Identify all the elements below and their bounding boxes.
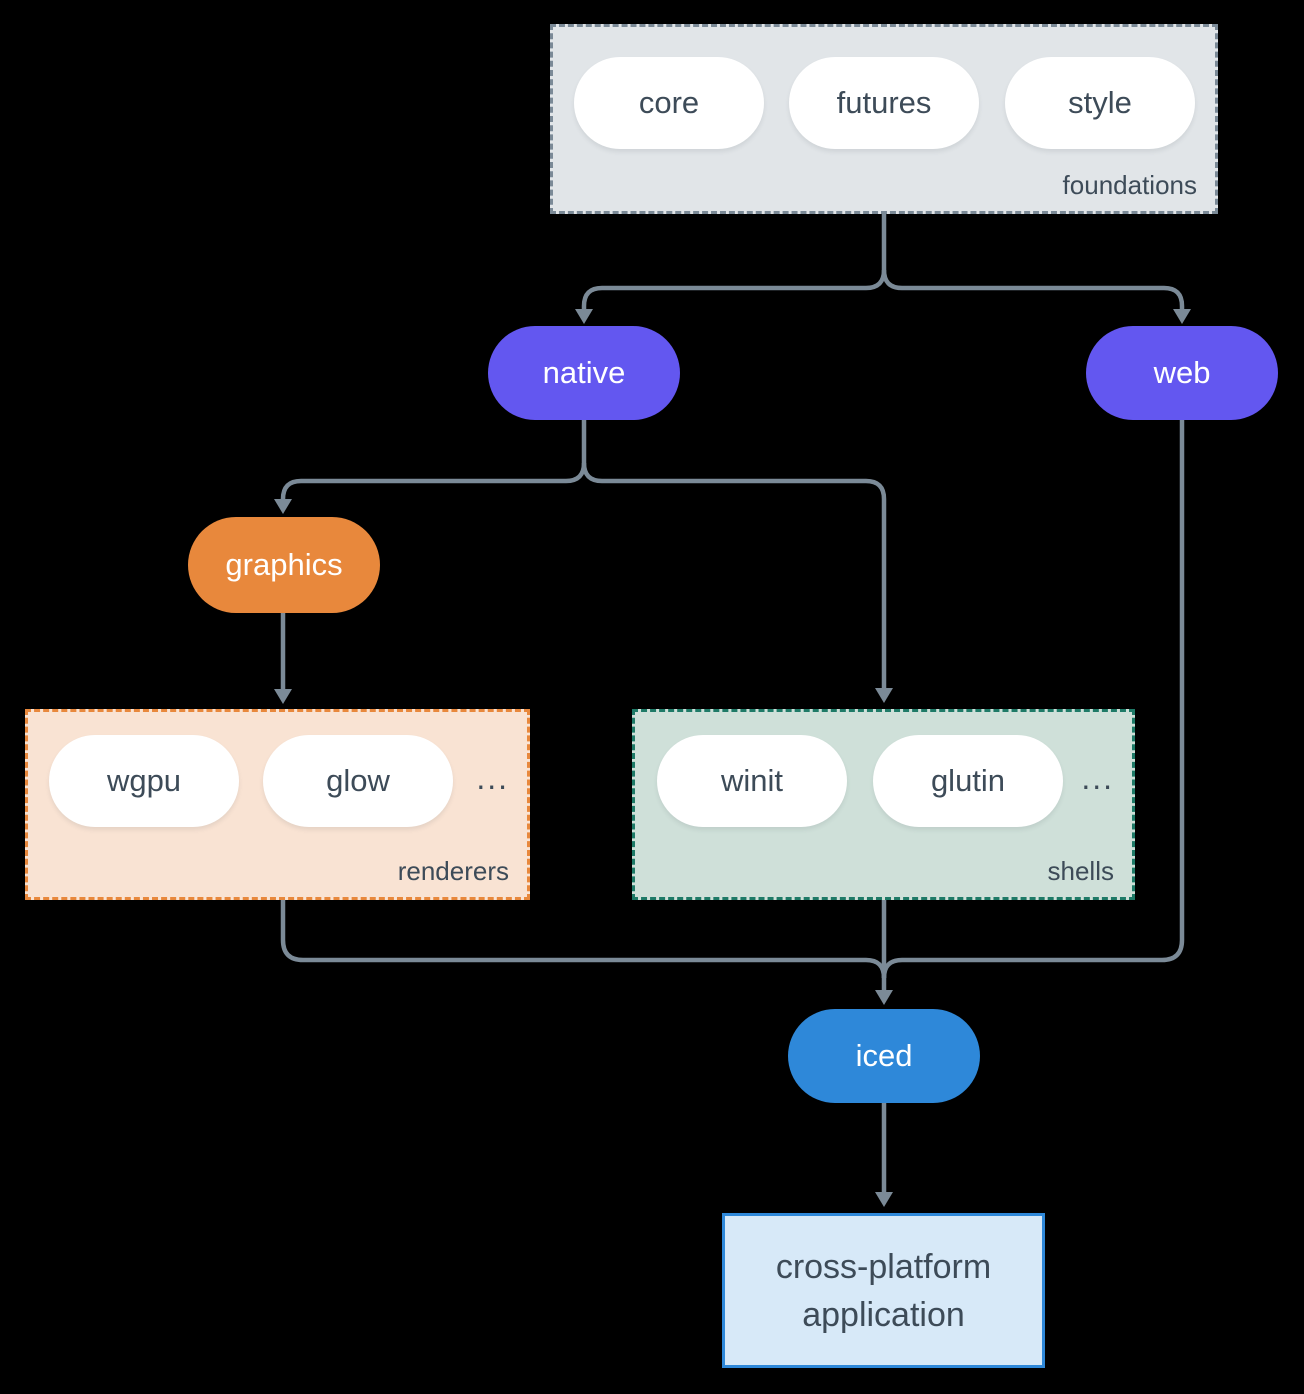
node-iced-label: iced (855, 1038, 913, 1073)
application-label-line2: application (802, 1295, 965, 1334)
node-iced: iced (788, 1009, 980, 1103)
foundations-group: core futures style foundations (550, 24, 1218, 214)
edge-foundations-web (881, 269, 1185, 309)
node-style: style (1005, 57, 1195, 149)
node-glow-label: glow (326, 763, 390, 798)
foundations-group-label: foundations (1062, 170, 1197, 200)
renderers-group: wgpu glow ... renderers (25, 709, 530, 900)
node-wgpu: wgpu (49, 735, 239, 827)
edge-native-shells (581, 462, 887, 688)
arrowhead (875, 1192, 893, 1207)
arrowhead (274, 689, 292, 704)
arrowhead (274, 499, 292, 514)
node-futures-label: futures (836, 85, 932, 120)
shells-group-label: shells (1047, 856, 1114, 886)
renderers-group-label: renderers (397, 856, 509, 886)
node-style-label: style (1068, 85, 1132, 120)
shells-ellipsis: ... (1081, 760, 1114, 796)
node-core: core (574, 57, 764, 149)
node-web-label: web (1153, 355, 1211, 390)
node-native-label: native (542, 355, 626, 390)
node-glutin: glutin (873, 735, 1063, 827)
edge-native-graphics (280, 420, 587, 500)
arrowhead (575, 309, 593, 324)
arrowhead (875, 688, 893, 703)
node-futures: futures (789, 57, 979, 149)
node-glutin-label: glutin (930, 763, 1006, 798)
arrowhead (875, 990, 893, 1005)
arrowhead (1173, 309, 1191, 324)
node-winit-label: winit (720, 763, 783, 798)
node-core-label: core (638, 85, 700, 120)
node-wgpu-label: wgpu (106, 763, 182, 798)
node-graphics-label: graphics (225, 547, 343, 582)
node-glow: glow (263, 735, 453, 827)
node-winit: winit (657, 735, 847, 827)
node-web: web (1086, 326, 1278, 420)
application-label-line1: cross-platform (775, 1247, 992, 1286)
renderers-ellipsis: ... (476, 760, 509, 796)
node-graphics: graphics (188, 517, 380, 613)
shells-group: winit glutin ... shells (632, 709, 1135, 900)
node-native: native (488, 326, 680, 420)
cross-platform-application-box: cross-platform application (722, 1213, 1045, 1368)
edge-renderers-iced (280, 900, 887, 979)
edge-foundations-native (581, 213, 887, 309)
